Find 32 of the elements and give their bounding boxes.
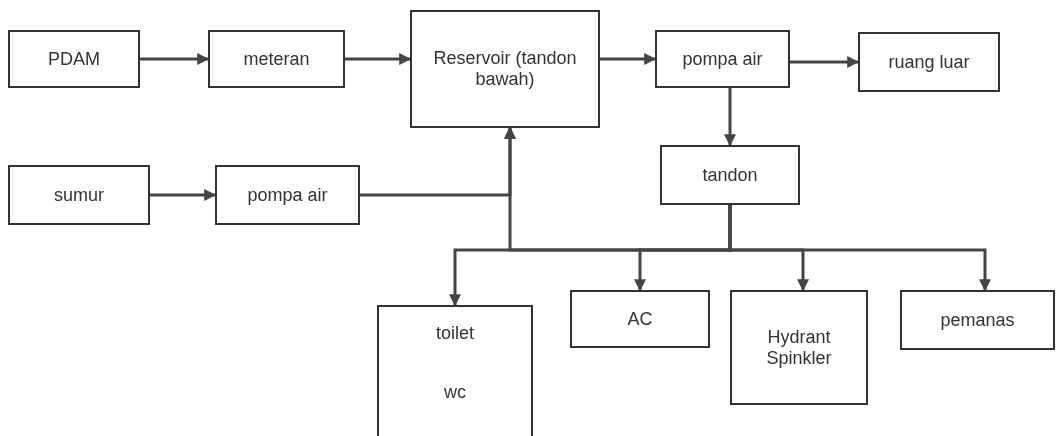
process-box xyxy=(900,290,1055,350)
process-box xyxy=(858,32,1000,92)
process-box xyxy=(8,165,150,225)
node-label: sumur xyxy=(53,184,105,206)
node-label: Reservoir (tandon bawah) xyxy=(432,48,578,90)
process-box xyxy=(660,145,800,205)
node-label: AC xyxy=(626,308,654,330)
process-box xyxy=(215,165,360,225)
node-label: wc xyxy=(443,382,467,403)
node-label: toilet xyxy=(435,323,475,344)
node-label: tandon xyxy=(701,164,759,186)
process-box xyxy=(410,10,600,128)
node-label: pemanas xyxy=(939,309,1016,331)
arrow xyxy=(790,56,860,68)
process-box xyxy=(8,30,140,88)
arrow xyxy=(140,53,210,65)
node-label: meteran xyxy=(242,48,311,70)
process-box xyxy=(377,305,533,436)
node-label: Hydrant Spinkler xyxy=(765,326,833,369)
arrow xyxy=(600,53,657,65)
arrow xyxy=(724,88,736,147)
node-label: PDAM xyxy=(47,48,101,70)
process-box xyxy=(730,290,868,405)
node-label: ruang luar xyxy=(887,51,971,73)
process-box xyxy=(570,290,710,348)
arrow xyxy=(728,205,991,292)
arrow xyxy=(150,189,217,201)
arrow xyxy=(345,53,412,65)
node-label: pompa air xyxy=(681,48,764,70)
node-label: pompa air xyxy=(246,184,329,206)
process-box xyxy=(208,30,345,88)
process-box xyxy=(655,30,790,88)
